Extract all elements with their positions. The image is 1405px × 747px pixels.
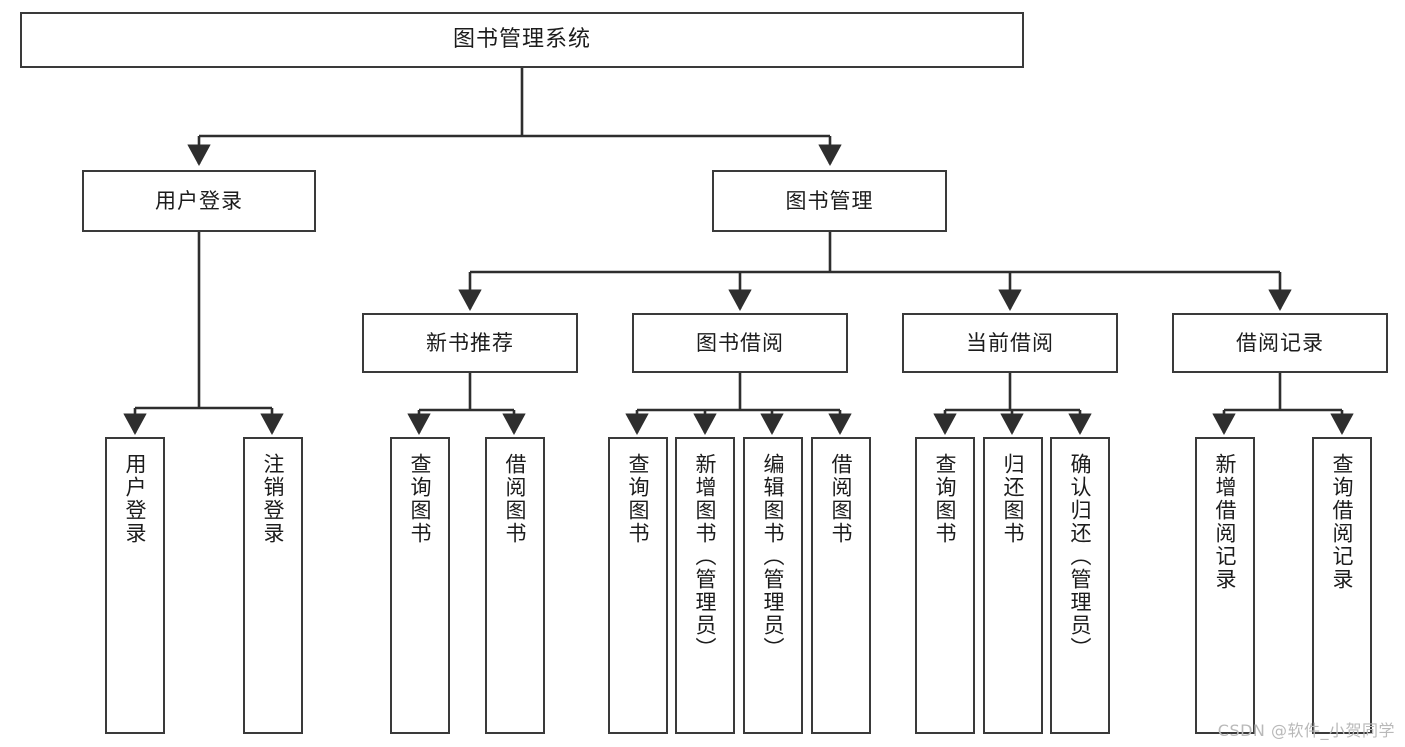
node-label: 新书推荐 — [426, 330, 514, 355]
csdn-watermark: CSDN @软件_小贺同学 — [1217, 721, 1395, 740]
node-current-borrow[interactable]: 当前借阅 — [902, 313, 1118, 373]
node-label: 当前借阅 — [966, 330, 1054, 355]
node-label: 新增图书（管理员） — [693, 453, 718, 660]
node-label: 查询图书 — [626, 453, 651, 545]
leaf-borrow-query-book[interactable]: 查询图书 — [608, 437, 668, 734]
node-user-login[interactable]: 用户登录 — [82, 170, 316, 232]
node-book-management[interactable]: 图书管理 — [712, 170, 947, 232]
node-borrow-record[interactable]: 借阅记录 — [1172, 313, 1388, 373]
node-label: 借阅图书 — [503, 453, 528, 545]
leaf-recommend-borrow-book[interactable]: 借阅图书 — [485, 437, 545, 734]
leaf-user-login-logout[interactable]: 注销登录 — [243, 437, 303, 734]
node-label: 图书管理 — [785, 188, 874, 213]
node-label: 查询图书 — [933, 453, 958, 545]
leaf-borrow-add-book-admin[interactable]: 新增图书（管理员） — [675, 437, 735, 734]
node-label: 用户登录 — [123, 453, 148, 545]
leaf-borrow-edit-book-admin[interactable]: 编辑图书（管理员） — [743, 437, 803, 734]
node-label: 图书管理系统 — [452, 27, 591, 53]
node-label: 借阅图书 — [829, 453, 854, 545]
node-label: 注销登录 — [261, 453, 286, 545]
node-label: 归还图书 — [1001, 453, 1026, 545]
node-label: 借阅记录 — [1236, 330, 1324, 355]
leaf-user-login-login[interactable]: 用户登录 — [105, 437, 165, 734]
leaf-borrow-borrow-book[interactable]: 借阅图书 — [811, 437, 871, 734]
node-label: 用户登录 — [155, 188, 243, 213]
node-label: 新增借阅记录 — [1213, 453, 1238, 591]
leaf-record-query-record[interactable]: 查询借阅记录 — [1312, 437, 1372, 734]
leaf-current-query-book[interactable]: 查询图书 — [915, 437, 975, 734]
node-label: 编辑图书（管理员） — [761, 453, 786, 660]
node-root-system[interactable]: 图书管理系统 — [20, 12, 1024, 68]
node-book-borrow[interactable]: 图书借阅 — [632, 313, 848, 373]
node-label: 图书借阅 — [696, 330, 784, 355]
node-label: 查询图书 — [408, 453, 433, 545]
leaf-recommend-query-book[interactable]: 查询图书 — [390, 437, 450, 734]
node-label: 查询借阅记录 — [1330, 453, 1355, 591]
node-new-book-recommend[interactable]: 新书推荐 — [362, 313, 578, 373]
leaf-record-add-record[interactable]: 新增借阅记录 — [1195, 437, 1255, 734]
node-label: 确认归还（管理员） — [1068, 453, 1093, 660]
leaf-current-return-book[interactable]: 归还图书 — [983, 437, 1043, 734]
leaf-current-confirm-return-admin[interactable]: 确认归还（管理员） — [1050, 437, 1110, 734]
